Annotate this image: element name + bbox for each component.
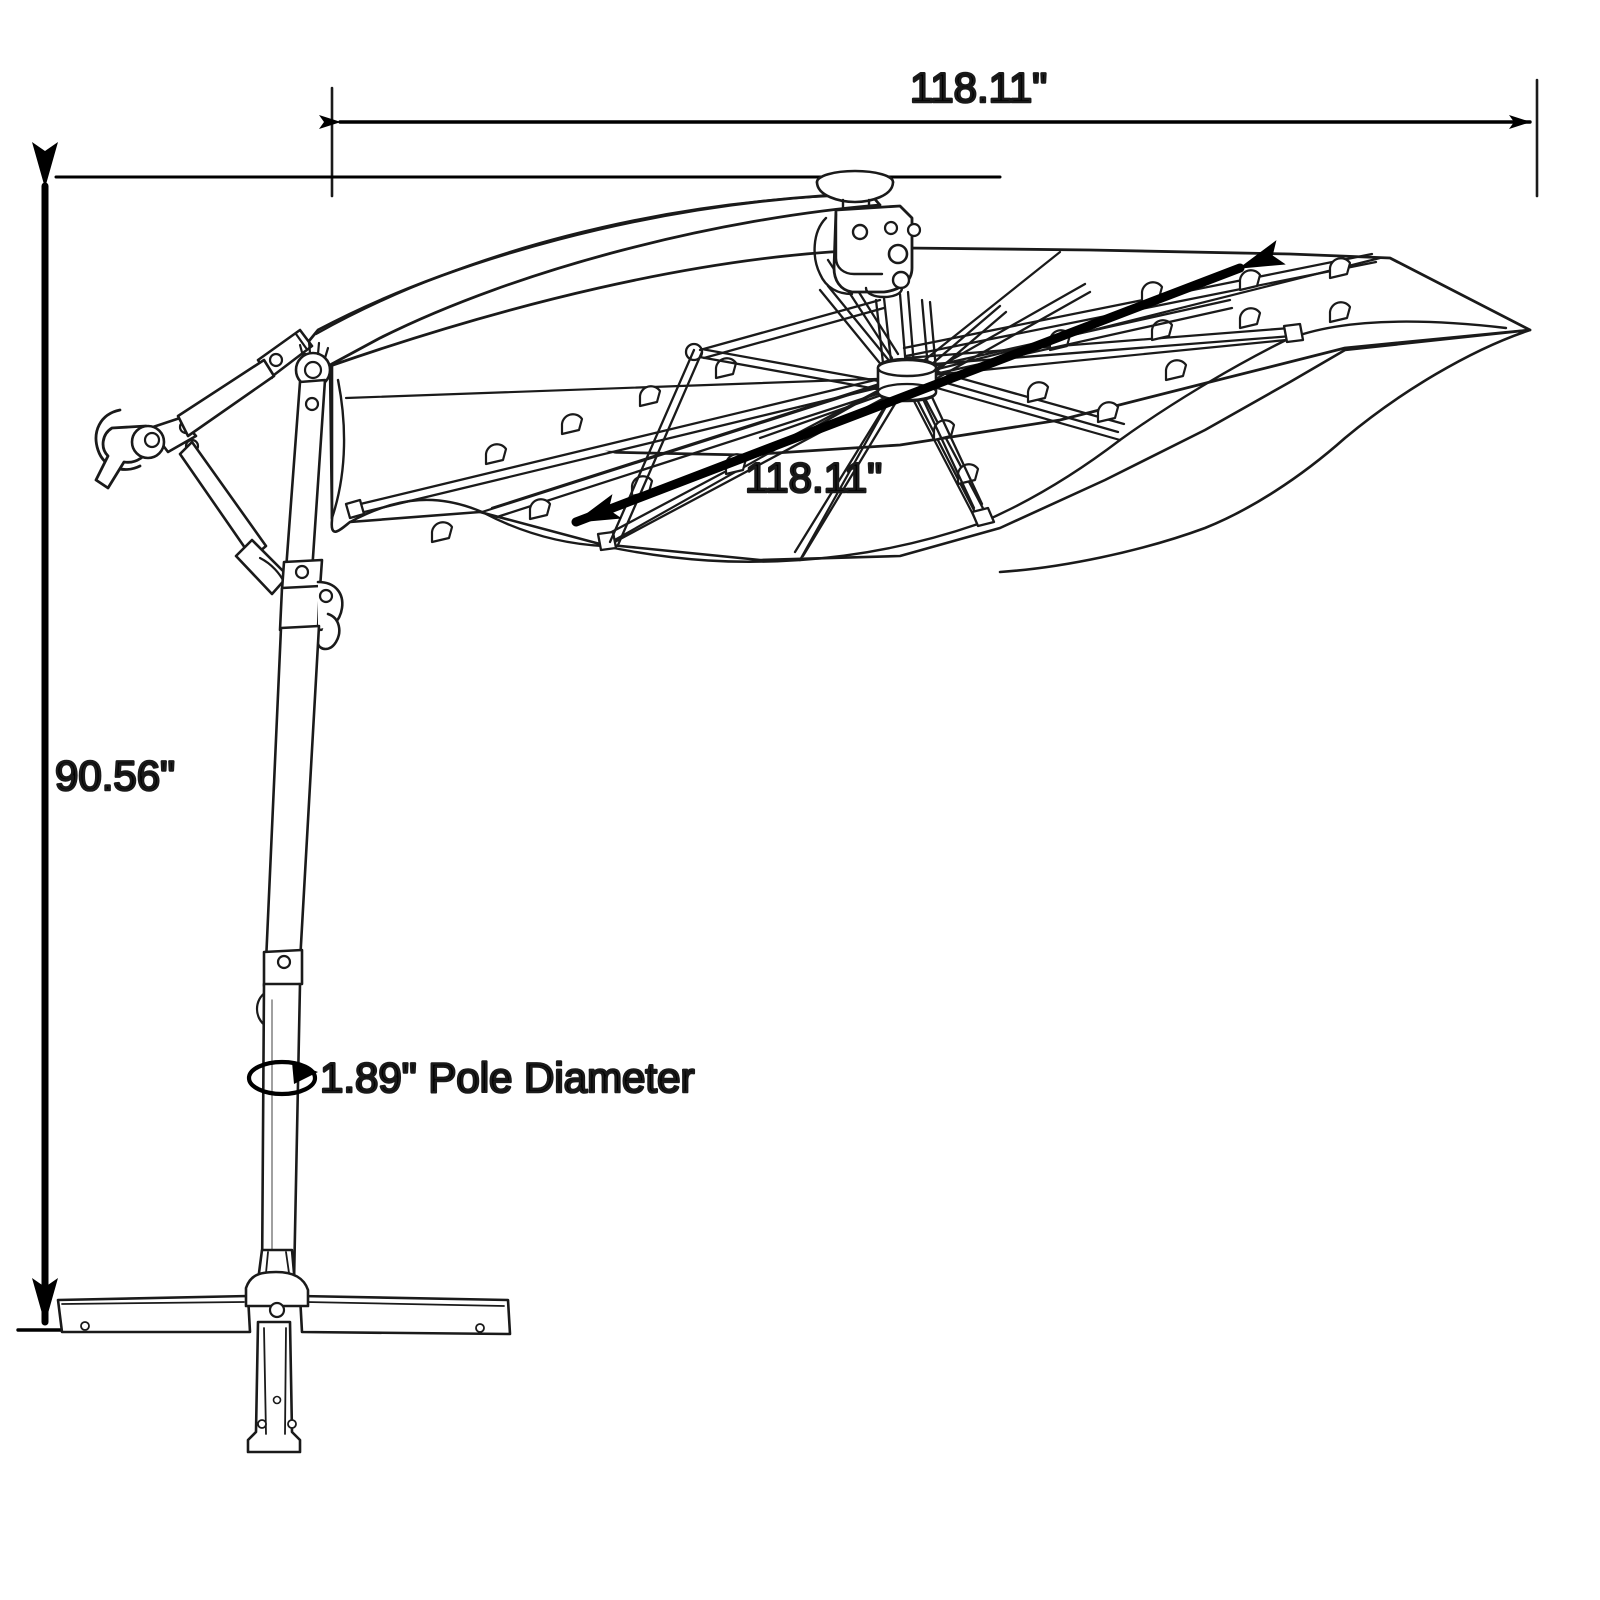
pole-upper-section bbox=[284, 378, 327, 574]
canopy-diagonal-label: 118.11" bbox=[745, 454, 882, 501]
canopy-width-label: 118.11" bbox=[910, 64, 1047, 111]
pole-diameter-dimension bbox=[246, 1059, 318, 1097]
cross-base bbox=[56, 1248, 512, 1454]
diagonal-support-brace bbox=[178, 440, 290, 596]
top-finial-cap bbox=[815, 169, 895, 220]
upper-lever-lock bbox=[278, 558, 344, 651]
canopy-diagonal-dimension bbox=[571, 240, 1286, 527]
overall-height-label: 90.56" bbox=[55, 752, 175, 799]
crank-handle bbox=[94, 358, 276, 490]
pole-diameter-label: 1.89" Pole Diameter bbox=[320, 1054, 694, 1101]
support-pole bbox=[255, 624, 321, 1284]
